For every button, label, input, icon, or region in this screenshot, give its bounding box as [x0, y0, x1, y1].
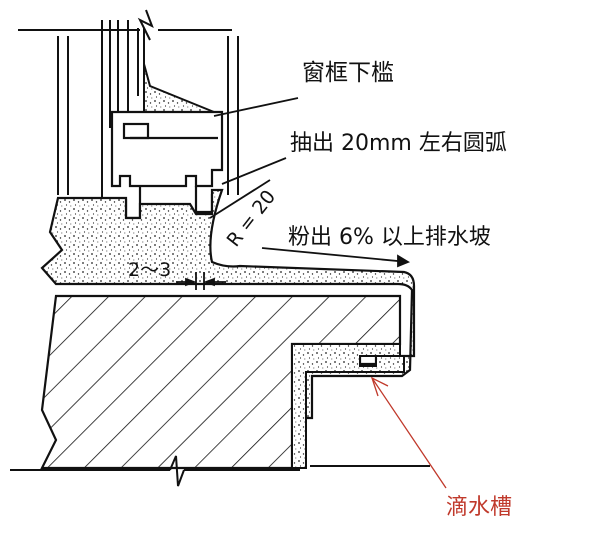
drip-groove-callout [370, 376, 447, 489]
label-gap-dimension: 2～3 [128, 259, 171, 281]
label-drainage-slope: 粉出 6% 以上排水坡 [288, 225, 491, 250]
leader-lines [176, 97, 411, 290]
glazing-putty [143, 63, 215, 113]
label-drip-groove: 滴水槽 [446, 495, 512, 520]
drip-plaster-return [291, 343, 405, 469]
wall-hatching [40, 294, 402, 470]
label-window-sill-frame: 窗框下槛 [302, 60, 394, 86]
label-arc-note: 抽出 20mm 左右圆弧 [290, 131, 507, 156]
window-frame-sill [110, 110, 224, 220]
wall-bottom-lines [10, 455, 430, 487]
wall-top-lines [18, 9, 239, 195]
label-radius: R = 20 [223, 186, 281, 251]
